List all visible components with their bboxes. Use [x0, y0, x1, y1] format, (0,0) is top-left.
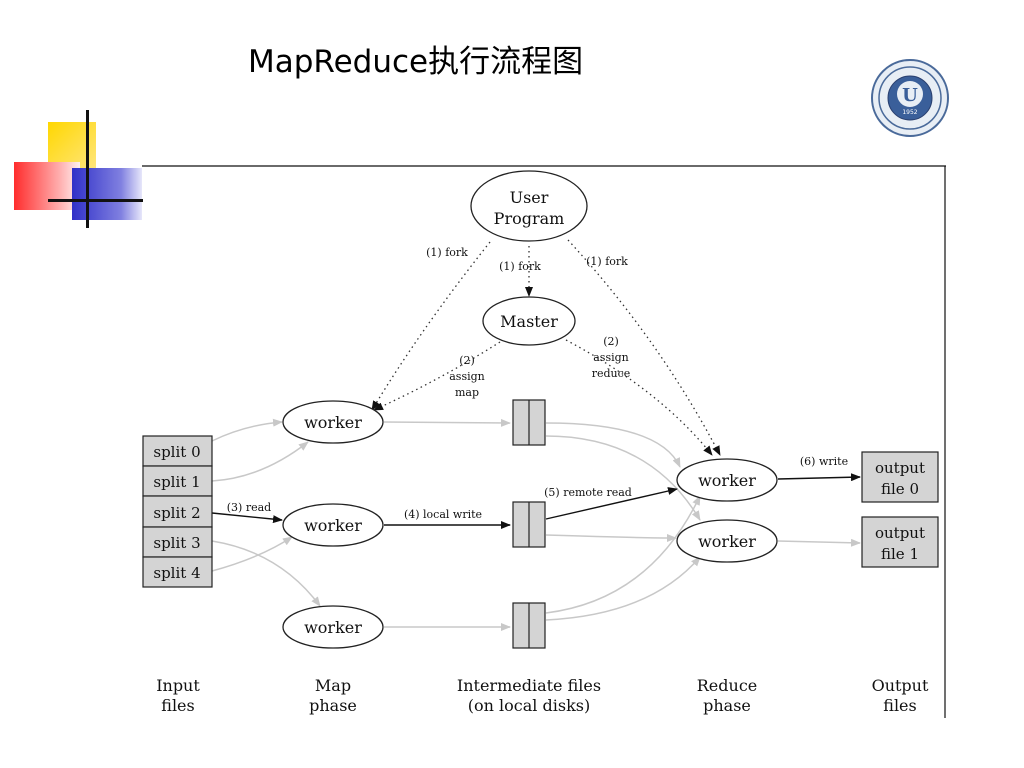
assign-map-label-3: map	[455, 386, 479, 399]
split-label: split 0	[153, 443, 200, 461]
master-node: Master	[482, 296, 576, 346]
vertical-line	[86, 110, 89, 228]
output-file-0: output file 0	[861, 451, 939, 503]
map-worker-3: worker	[282, 605, 384, 649]
worker-label: worker	[698, 471, 756, 490]
write-label: (6) write	[800, 455, 848, 468]
phase-intermediate-line1: Intermediate files	[457, 676, 601, 695]
user-program-node: User Program	[470, 170, 588, 242]
worker-label: worker	[304, 618, 362, 637]
decorative-squares	[10, 110, 145, 230]
seal-year: 1952	[902, 109, 917, 116]
map-output-flows	[383, 418, 511, 631]
user-program-line2: Program	[494, 209, 565, 228]
phase-input-line2: files	[161, 696, 194, 715]
phase-reduce-line1: Reduce	[697, 676, 758, 695]
worker-label: worker	[304, 516, 362, 535]
phase-output-line1: Output	[872, 676, 929, 695]
control-flows	[371, 239, 721, 456]
intermediate-file-3	[512, 602, 546, 649]
fork-left-label: (1) fork	[426, 246, 468, 259]
output-label-line1: output	[875, 459, 925, 477]
split-label: split 4	[153, 564, 200, 582]
shuffle-flows	[545, 422, 701, 621]
slide-title: MapReduce执行流程图	[248, 44, 584, 80]
blue-square	[72, 168, 142, 220]
assign-reduce-label-3: reduce	[592, 367, 631, 380]
assign-reduce-label-1: (2)	[603, 335, 619, 348]
red-square	[14, 162, 80, 210]
input-flows	[211, 418, 321, 607]
edge-labels: (1) fork (1) fork (1) fork (2) assign ma…	[227, 246, 848, 521]
map-worker-1: worker	[282, 400, 384, 444]
seal-letter: U	[902, 85, 918, 106]
intermediate-file-2	[512, 501, 546, 548]
input-splits: split 0 split 1 split 2 split 3 split 4	[142, 435, 213, 588]
output-file-1: output file 1	[861, 516, 939, 568]
master-label: Master	[500, 312, 558, 331]
intermediate-file-1	[512, 399, 546, 446]
reduce-worker-2: worker	[676, 519, 778, 563]
phase-intermediate-line2: (on local disks)	[468, 696, 590, 715]
split-label: split 2	[153, 504, 200, 522]
local-write-label: (4) local write	[404, 508, 482, 521]
read-label: (3) read	[227, 501, 271, 514]
horizontal-line	[48, 199, 143, 202]
split-label: split 1	[153, 473, 200, 491]
output-label-line2: file 0	[881, 480, 919, 498]
remote-read-label: (5) remote read	[544, 486, 632, 499]
phase-output-line2: files	[883, 696, 916, 715]
worker-label: worker	[304, 413, 362, 432]
worker-label: worker	[698, 532, 756, 551]
reduce-worker-1: worker	[676, 458, 778, 502]
assign-map-label-1: (2)	[459, 354, 475, 367]
assign-map-label-2: assign	[449, 370, 485, 383]
phase-labels: Input files Map phase Intermediate files…	[156, 676, 929, 715]
fork-right-label: (1) fork	[586, 255, 628, 268]
phase-input-line1: Input	[156, 676, 200, 695]
map-worker-2: worker	[282, 503, 384, 547]
phase-reduce-line2: phase	[703, 696, 751, 715]
split-label: split 3	[153, 534, 200, 552]
output-label-line1: output	[875, 524, 925, 542]
write-flow-gray	[777, 538, 861, 547]
fork-mid-label: (1) fork	[499, 260, 541, 273]
phase-map-line2: phase	[309, 696, 357, 715]
assign-reduce-label-2: assign	[593, 351, 629, 364]
output-label-line2: file 1	[881, 545, 919, 563]
university-seal-logo: U 1952	[870, 58, 950, 138]
phase-map-line1: Map	[315, 676, 351, 695]
data-flows	[211, 473, 861, 529]
user-program-line1: User	[510, 188, 549, 207]
